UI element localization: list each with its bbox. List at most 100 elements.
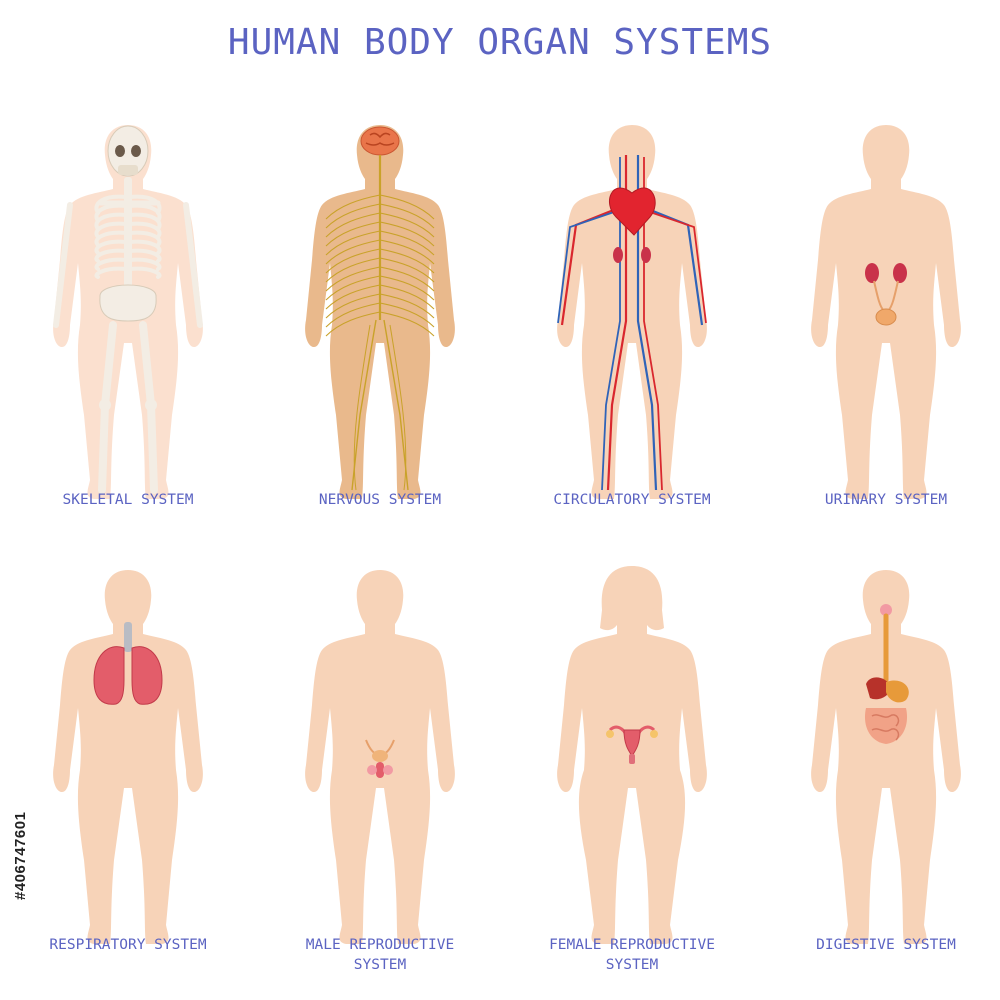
bladder <box>875 308 897 326</box>
caption-skeletal: SKELETAL SYSTEM <box>62 492 194 508</box>
nerve <box>325 230 381 256</box>
body-silhouette <box>557 125 707 499</box>
knee <box>145 399 157 411</box>
figure-male-reproductive: MALE REPRODUCTIVE SYSTEM <box>260 530 500 973</box>
leg-nerve <box>353 324 407 491</box>
nerve <box>325 302 381 328</box>
trachea <box>124 622 132 652</box>
vein <box>557 157 621 491</box>
caption-male-reproductive: MALE REPRODUCTIVE SYSTEM <box>305 937 455 973</box>
testis <box>383 765 393 775</box>
rib <box>94 266 128 279</box>
nerve <box>325 239 381 265</box>
brain <box>360 126 400 156</box>
nerve <box>379 293 435 319</box>
nerve <box>379 284 435 310</box>
pelvis <box>99 284 157 322</box>
right-lung <box>131 646 163 705</box>
nerve <box>379 266 435 292</box>
bladder <box>372 750 388 762</box>
nerve <box>325 248 381 274</box>
left-lung <box>93 646 125 705</box>
nerve <box>325 284 381 310</box>
urinary-system-illustration <box>811 125 961 499</box>
rib <box>128 212 162 231</box>
nerve <box>325 266 381 292</box>
kidney <box>893 263 907 283</box>
rib <box>128 230 162 247</box>
brain-folds <box>365 132 395 146</box>
kidney <box>865 263 879 283</box>
nerve <box>325 293 381 319</box>
spine <box>124 177 132 317</box>
caption-respiratory: RESPIRATORY SYSTEM <box>49 937 207 953</box>
figure-nervous: NERVOUS SYSTEM <box>260 85 500 508</box>
nerve <box>379 212 435 238</box>
caption-urinary: URINARY SYSTEM <box>824 492 948 508</box>
skull <box>107 125 149 177</box>
caption-circulatory: CIRCULATORY SYSTEM <box>553 492 711 508</box>
ovary <box>606 730 614 738</box>
nerve <box>379 221 435 247</box>
testis <box>367 765 377 775</box>
rib <box>128 221 162 239</box>
nerve <box>325 212 381 238</box>
figure-circulatory: CIRCULATORY SYSTEM <box>512 85 752 508</box>
penis <box>376 762 384 778</box>
caption-digestive: DIGESTIVE SYSTEM <box>816 937 956 953</box>
rib <box>128 266 162 279</box>
caption-female-reproductive: FEMALE REPRODUCTIVE SYSTEM <box>549 937 715 973</box>
nerve <box>379 275 435 301</box>
stomach <box>886 680 909 703</box>
intestine-folds <box>871 714 900 741</box>
figure-respiratory: RESPIRATORY SYSTEM <box>8 530 248 953</box>
rib <box>94 230 128 247</box>
arm-bone <box>53 202 73 328</box>
figure-digestive: DIGESTIVE SYSTEM <box>766 530 1000 953</box>
nerve <box>379 194 435 220</box>
stock-id-label: #406747601 <box>12 811 29 900</box>
eye-socket <box>131 145 141 157</box>
arm-bone <box>183 202 203 328</box>
nerve <box>379 203 435 229</box>
rib <box>128 257 162 271</box>
female-reproductive-system-illustration <box>557 566 707 944</box>
kidney <box>613 247 623 263</box>
heart <box>608 187 656 236</box>
jaw <box>118 165 138 175</box>
nerve <box>379 257 435 283</box>
rib <box>128 239 162 255</box>
rib <box>128 248 162 263</box>
body-silhouette <box>811 570 961 944</box>
nerve <box>325 257 381 283</box>
nerve <box>379 230 435 256</box>
rib <box>94 239 128 255</box>
liver <box>866 677 891 700</box>
rib <box>94 257 128 271</box>
nerve <box>325 194 381 220</box>
body-silhouette <box>53 570 203 944</box>
cervix <box>629 754 635 764</box>
rib <box>128 203 162 223</box>
skeletal-system-illustration <box>53 125 203 499</box>
rib <box>94 203 128 223</box>
male-reproductive-system-illustration <box>305 570 455 944</box>
nerve <box>379 248 435 274</box>
nerve <box>379 239 435 265</box>
ovary <box>650 730 658 738</box>
eye-socket <box>115 145 125 157</box>
artery <box>643 157 707 491</box>
nerve <box>325 275 381 301</box>
mouth <box>880 604 892 616</box>
kidney <box>641 247 651 263</box>
nerve <box>379 302 435 328</box>
figure-urinary: URINARY SYSTEM <box>766 85 1000 508</box>
rib <box>94 212 128 231</box>
nervous-system-illustration <box>305 125 455 499</box>
nerve <box>379 311 435 337</box>
respiratory-system-illustration <box>53 570 203 944</box>
knee <box>99 399 111 411</box>
rib <box>94 248 128 263</box>
nerve <box>325 203 381 229</box>
rib <box>94 221 128 239</box>
